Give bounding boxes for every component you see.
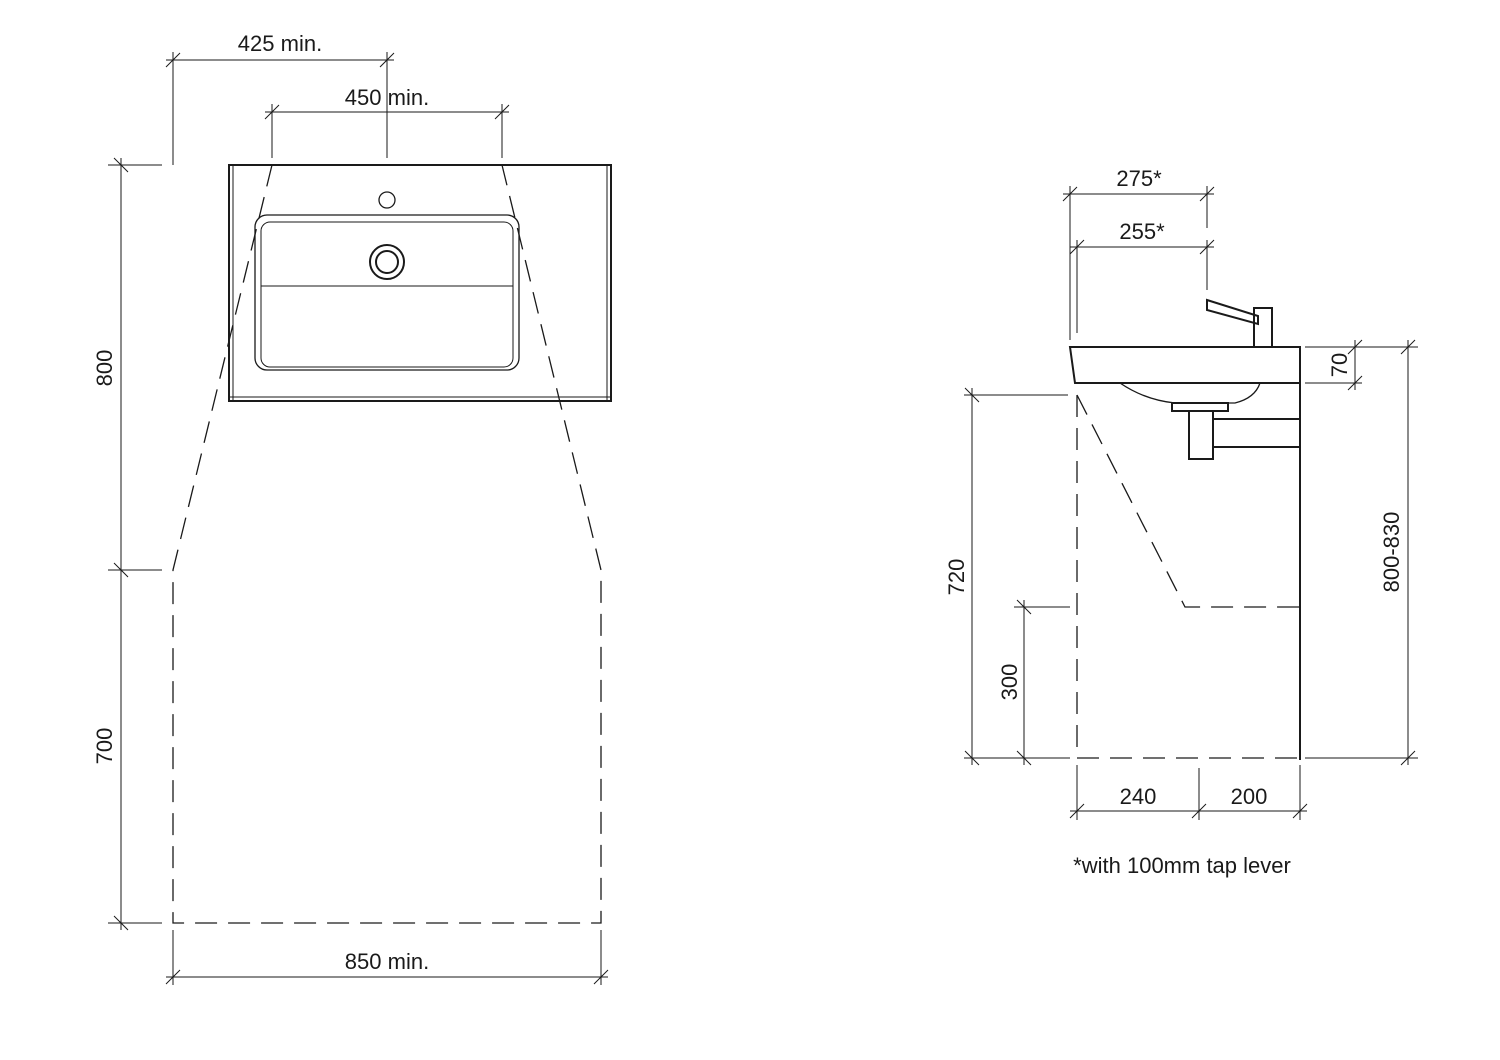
footnote: *with 100mm tap lever	[1073, 853, 1291, 878]
dim-200-label: 200	[1231, 784, 1268, 809]
dimension-70: 70	[1305, 339, 1363, 391]
vanity-top-outline	[228, 164, 612, 402]
waste-outlet-inner	[375, 250, 399, 274]
dimension-425: 425 min.	[165, 31, 395, 165]
dim-275-label: 275*	[1116, 166, 1162, 191]
dim-720-label: 720	[944, 559, 969, 596]
dimension-850: 850 min.	[165, 930, 609, 985]
waste-outlet-outer	[369, 244, 405, 280]
side-view: 275* 255* 70 800-830	[944, 166, 1418, 878]
clearance-zone	[172, 164, 602, 924]
dim-800-label: 800	[92, 350, 117, 387]
dimension-720: 720	[944, 387, 1070, 766]
toe-clearance-zone	[1076, 394, 1300, 608]
dimension-800-830: 800-830	[1305, 339, 1418, 766]
dim-255-label: 255*	[1119, 219, 1165, 244]
dim-800-830-label: 800-830	[1379, 512, 1404, 593]
dim-425-label: 425 min.	[238, 31, 322, 56]
basin-bowl-outer	[254, 214, 520, 371]
dimension-800-700: 800 700	[92, 157, 162, 931]
dim-240-label: 240	[1120, 784, 1157, 809]
knee-clearance-zone	[1076, 395, 1300, 759]
dimension-450: 450 min.	[264, 85, 510, 158]
dim-300-label: 300	[997, 664, 1022, 701]
dimension-240-200: 240 200	[1069, 765, 1308, 820]
dim-700-label: 700	[92, 728, 117, 765]
basin-rim	[1068, 346, 1301, 384]
dimension-275: 275*	[1062, 166, 1215, 340]
plan-view: 425 min. 450 min. 800 700	[92, 31, 612, 985]
dim-450-label: 450 min.	[345, 85, 429, 110]
basin-bowl-underside	[1119, 382, 1261, 404]
basin-bowl-inner	[260, 221, 514, 368]
dimension-300: 300	[997, 599, 1070, 766]
dim-850-label: 850 min.	[345, 949, 429, 974]
dimension-255: 255*	[1069, 219, 1215, 333]
waste-trap	[1171, 402, 1300, 460]
tap	[1206, 298, 1278, 348]
tap-hole	[378, 191, 396, 209]
dim-70-label: 70	[1327, 353, 1352, 377]
